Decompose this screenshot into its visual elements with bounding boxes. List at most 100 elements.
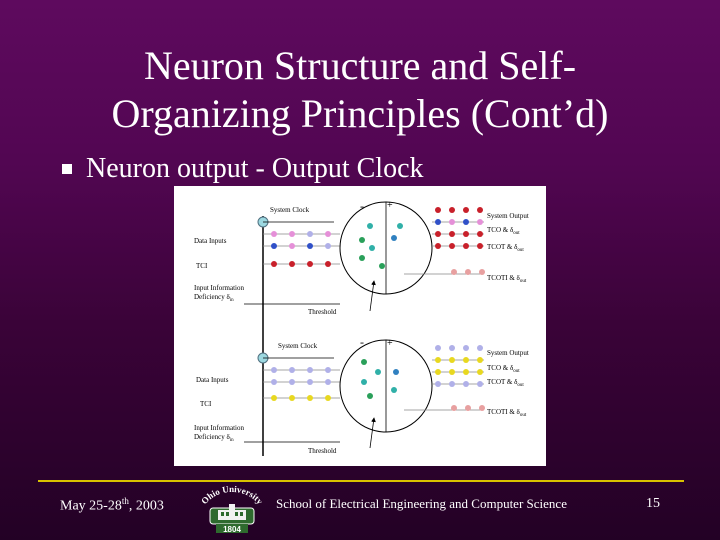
- top-out-dot: [449, 243, 455, 249]
- bottom-out-dot: [477, 369, 483, 375]
- top-out-dot: [449, 207, 455, 213]
- bottom-inner-dot: [361, 359, 367, 365]
- top-dot: [325, 261, 331, 267]
- bottom-out-dot: [463, 381, 469, 387]
- top-system-clock-label: System Clock: [270, 206, 310, 214]
- bottom-out-dot: [465, 405, 471, 411]
- top-out-dot: [479, 269, 485, 275]
- bottom-threshold-arrow: [369, 417, 376, 449]
- top-dot: [289, 243, 295, 249]
- top-inner-dot: [367, 223, 373, 229]
- top-dot: [307, 243, 313, 249]
- bottom-plus-sign: +: [387, 338, 393, 349]
- bottom-dot: [289, 367, 295, 373]
- top-inner-dot: [359, 255, 365, 261]
- top-out-dot: [435, 231, 441, 237]
- top-inner-dot: [391, 235, 397, 241]
- bottom-out-dot: [435, 345, 441, 351]
- bottom-data-inputs-label: Data Inputs: [196, 376, 229, 384]
- top-out-dot: [477, 219, 483, 225]
- top-out-dot: [463, 243, 469, 249]
- bottom-inner-dot: [375, 369, 381, 375]
- top-dot: [271, 261, 277, 267]
- bottom-minus-sign: -: [360, 335, 364, 349]
- bottom-system-clock-label: System Clock: [278, 342, 318, 350]
- bullet-item: Neuron output - Output Clock: [62, 152, 424, 186]
- bottom-inner-dot: [393, 369, 399, 375]
- top-dot: [271, 231, 277, 237]
- bullet-text: Neuron output - Output Clock: [86, 153, 424, 184]
- page-number: 15: [646, 496, 660, 511]
- top-threshold-label: Threshold: [308, 308, 337, 316]
- top-neuron: System Clock Data Inputs TCI Input Infor…: [194, 199, 529, 316]
- top-out-dot: [465, 269, 471, 275]
- bottom-dot: [325, 367, 331, 373]
- footer-school: School of Electrical Engineering and Com…: [276, 496, 567, 511]
- top-dot: [325, 231, 331, 237]
- bottom-dot: [325, 379, 331, 385]
- bottom-dot: [289, 379, 295, 385]
- footer-date: May 25-28th, 2003: [60, 496, 164, 514]
- top-out-dot: [463, 219, 469, 225]
- top-inner-dot: [369, 245, 375, 251]
- bottom-out-dot: [479, 405, 485, 411]
- top-inner-dot: [379, 263, 385, 269]
- bottom-out-dot: [477, 381, 483, 387]
- bottom-inner-dot: [391, 387, 397, 393]
- top-out-dot: [463, 231, 469, 237]
- bottom-dot: [307, 367, 313, 373]
- neuron-diagram: System Clock Data Inputs TCI Input Infor…: [174, 186, 546, 466]
- bottom-out-dot: [449, 369, 455, 375]
- neuron-diagram-svg: System Clock Data Inputs TCI Input Infor…: [194, 199, 529, 456]
- top-out-dot: [477, 231, 483, 237]
- ohio-university-logo: Ohio University 1804: [196, 484, 268, 534]
- svg-text:Ohio University: Ohio University: [199, 486, 265, 507]
- top-out-dot: [477, 243, 483, 249]
- top-out-dot: [463, 207, 469, 213]
- bottom-out-dot: [463, 357, 469, 363]
- top-inner-dot: [397, 223, 403, 229]
- top-dot: [289, 261, 295, 267]
- bottom-out-tcot-label: TCOT & δout: [487, 378, 524, 388]
- top-out-system-label: System Output: [487, 212, 529, 220]
- bottom-out-dot: [477, 345, 483, 351]
- bottom-dot: [307, 379, 313, 385]
- top-out-tcot-label: TCOT & δout: [487, 243, 524, 253]
- bottom-out-dot: [463, 369, 469, 375]
- bottom-out-dot: [477, 357, 483, 363]
- bottom-out-dot: [463, 345, 469, 351]
- slide-title-line-1: Neuron Structure and Self-: [143, 43, 577, 88]
- top-inner-dot: [359, 237, 365, 243]
- top-out-tcoti-label: TCOTI & δout: [487, 274, 527, 284]
- top-out-dot: [451, 269, 457, 275]
- top-out-tco-label: TCO & δout: [487, 226, 520, 236]
- bottom-neuron: System Clock Data Inputs TCI Input Infor…: [194, 335, 529, 455]
- top-threshold-arrow: [369, 280, 376, 312]
- bottom-out-dot: [449, 381, 455, 387]
- top-plus-sign: +: [387, 200, 393, 211]
- top-info-def-label-1: Input Information: [194, 284, 244, 292]
- footer-rule: [38, 480, 684, 482]
- bottom-info-def-label-2: Deficiency δin: [194, 433, 234, 443]
- bottom-out-dot: [435, 357, 441, 363]
- university-seal-icon: Ohio University 1804: [199, 484, 265, 534]
- top-dot: [307, 231, 313, 237]
- top-out-dot: [435, 219, 441, 225]
- bottom-out-system-label: System Output: [487, 349, 529, 357]
- top-info-def-label-2: Deficiency δin: [194, 293, 234, 303]
- bottom-dot: [289, 395, 295, 401]
- top-minus-sign: -: [360, 199, 364, 213]
- svg-text:1804: 1804: [223, 525, 241, 534]
- top-out-dot: [449, 219, 455, 225]
- bottom-out-dot: [449, 345, 455, 351]
- bottom-out-dot: [451, 405, 457, 411]
- bottom-inner-dot: [361, 379, 367, 385]
- top-dot: [325, 243, 331, 249]
- top-out-dot: [477, 207, 483, 213]
- bottom-out-tcoti-label: TCOTI & δout: [487, 408, 527, 418]
- bottom-out-dot: [449, 357, 455, 363]
- top-dot: [289, 231, 295, 237]
- bottom-dot: [307, 395, 313, 401]
- bottom-info-def-label-1: Input Information: [194, 424, 244, 432]
- top-dot: [307, 261, 313, 267]
